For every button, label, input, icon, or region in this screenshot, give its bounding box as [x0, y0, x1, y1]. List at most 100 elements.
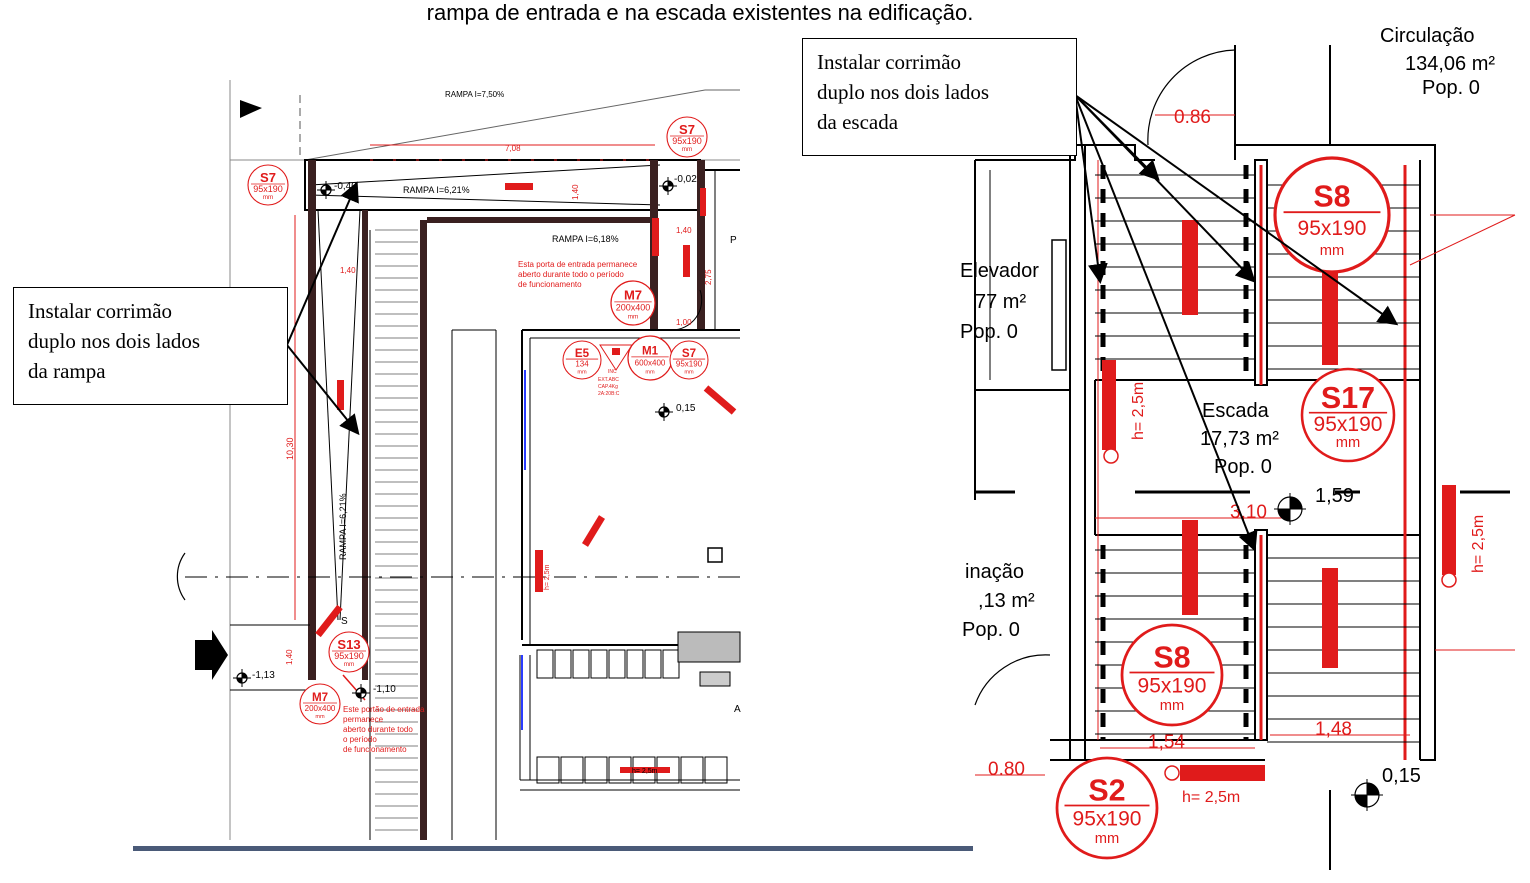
small-letter-p: P: [730, 235, 737, 246]
svg-text:Escada: Escada: [1202, 400, 1270, 422]
height-label-c: h= 2,5m: [1182, 789, 1240, 806]
callout-arrows: [286, 94, 1399, 552]
note-stair-handrail: Instalar corrimão duplo nos dois lados d…: [802, 38, 1077, 156]
door-note-gate: Este portão de entrada permanece aberto …: [343, 705, 425, 754]
dim-1-48: 1,48: [1315, 719, 1352, 740]
svg-text:95x190: 95x190: [1298, 217, 1367, 240]
level-neg-1-10: -1,10: [373, 684, 396, 695]
dim-1-54: 1,54: [1148, 732, 1185, 753]
svg-text:17,73 m²: 17,73 m²: [1200, 428, 1279, 450]
sign-code: S13: [337, 637, 360, 652]
left-floor-plan: RAMPA I=7,50% RAMPA I=6,21% RAMPA I=6,18…: [133, 80, 973, 851]
svg-text:aberto durante todo: aberto durante todo: [343, 725, 413, 734]
level-markers: [233, 177, 677, 702]
svg-text:mm: mm: [645, 369, 655, 375]
svg-text:95x190: 95x190: [334, 651, 364, 661]
svg-text:mm: mm: [628, 313, 639, 320]
svg-text:134,06 m²: 134,06 m²: [1405, 53, 1495, 75]
svg-text:95x190: 95x190: [672, 136, 702, 146]
svg-text:95x190: 95x190: [1073, 808, 1142, 831]
svg-text:mm: mm: [263, 194, 274, 201]
divider-bar: [133, 846, 973, 851]
sign-code: M7: [312, 691, 328, 704]
svg-text:Este portão de entrada: Este portão de entrada: [343, 705, 425, 714]
sign-code: S17: [1321, 381, 1375, 415]
dim-0-80: 0.80: [988, 759, 1025, 780]
svg-text:Elevador: Elevador: [960, 260, 1039, 282]
ramp-edge-hatching: [375, 229, 418, 831]
svg-text:mm: mm: [577, 369, 587, 375]
svg-text:mm: mm: [1160, 698, 1184, 714]
sign-code: E5: [575, 347, 590, 360]
note-ramp-handrail: Instalar corrimão duplo nos dois lados d…: [13, 287, 288, 405]
ramp-label-top: RAMPA I=7,50%: [445, 90, 504, 99]
height-label-left-2: h= 2,5m: [632, 768, 658, 775]
caption-text: rampa de entrada e na escada existentes …: [426, 0, 974, 25]
svg-text:134: 134: [575, 360, 589, 369]
sign-code: M7: [624, 288, 642, 303]
svg-text:inação: inação: [965, 561, 1024, 583]
svg-text:mm: mm: [344, 661, 355, 668]
svg-text:200x400: 200x400: [616, 303, 651, 313]
dim-3-10: 3,10: [1230, 502, 1267, 523]
ramp-label-long: RAMPA I=6,21%: [338, 493, 348, 560]
dim-10-30: 10,30: [285, 437, 295, 460]
sign-code: S2: [1088, 774, 1125, 808]
sign-code: S7: [679, 122, 695, 137]
room-labels: Circulação 134,06 m² Pop. 0 Elevador 77 …: [960, 25, 1495, 641]
svg-text:o período: o período: [343, 735, 377, 744]
svg-text:INC: INC: [608, 369, 617, 375]
dim-1-40-a: 1,40: [571, 184, 580, 200]
level-0-15-right: 0,15: [1382, 765, 1421, 787]
svg-text:2A:20B:C: 2A:20B:C: [598, 391, 620, 397]
sign-code: S7: [682, 347, 696, 360]
level-neg-1-13: -1,13: [252, 670, 275, 681]
svg-text:mm: mm: [315, 714, 325, 720]
left-signage: S795x190mmS795x190mmM7200x400mmE5134mmM1…: [247, 116, 709, 725]
svg-text:de funcionamento: de funcionamento: [518, 280, 582, 289]
svg-text:600x400: 600x400: [635, 359, 666, 368]
svg-text:mm: mm: [684, 369, 694, 375]
dim-0-86: 0.86: [1174, 107, 1211, 128]
dim-7-08: 7,08: [505, 144, 521, 153]
sign-code: S7: [260, 170, 276, 185]
svg-text:mm: mm: [682, 146, 693, 153]
svg-text:mm: mm: [1336, 435, 1360, 451]
svg-text:Pop. 0: Pop. 0: [960, 321, 1018, 343]
height-label-a: h= 2,5m: [1130, 382, 1147, 440]
locker-rows: [536, 649, 728, 784]
door-note-entrance: Esta porta de entrada permanece aberto d…: [518, 260, 638, 289]
svg-text:Pop. 0: Pop. 0: [1422, 77, 1480, 99]
svg-text:,13 m²: ,13 m²: [978, 590, 1035, 612]
small-letter-s: S: [341, 616, 348, 627]
svg-text:Esta porta de entrada permanec: Esta porta de entrada permanece: [518, 260, 638, 269]
level-markers-right: [1274, 493, 1383, 811]
dim-1-00: 1,00: [676, 318, 692, 327]
svg-text:200x400: 200x400: [305, 704, 336, 713]
dim-2-75: 2,75: [704, 269, 713, 285]
svg-text:Pop. 0: Pop. 0: [962, 619, 1020, 641]
svg-text:Pop. 0: Pop. 0: [1214, 456, 1272, 478]
svg-text:CAP.4Kg: CAP.4Kg: [598, 384, 618, 390]
height-label-left: h= 2,5m: [544, 564, 551, 590]
svg-text:77 m²: 77 m²: [975, 291, 1026, 313]
small-letter-a: A: [734, 704, 741, 715]
dim-1-40-b: 1,40: [676, 226, 692, 235]
svg-text:de funcionamento: de funcionamento: [343, 745, 407, 754]
level-0-15: 0,15: [676, 403, 696, 414]
svg-text:mm: mm: [1320, 243, 1344, 259]
svg-text:Circulação: Circulação: [1380, 25, 1474, 47]
dim-1-40-c: 1,40: [340, 266, 356, 275]
svg-text:permanece: permanece: [343, 715, 384, 724]
level-neg-0-02: -0,02: [674, 174, 697, 185]
ramp-label-upper: RAMPA I=6,21%: [403, 185, 470, 195]
svg-text:95x190: 95x190: [253, 184, 283, 194]
dim-1-40-d: 1,40: [285, 649, 294, 665]
sign-code: M1: [642, 345, 659, 358]
sign-code: S8: [1313, 179, 1350, 213]
svg-text:95x190: 95x190: [676, 360, 703, 369]
right-signage: S895x190mmS1795x190mmS895x190mmS295x190m…: [1055, 156, 1396, 860]
svg-text:aberto durante todo o período: aberto durante todo o período: [518, 270, 624, 279]
